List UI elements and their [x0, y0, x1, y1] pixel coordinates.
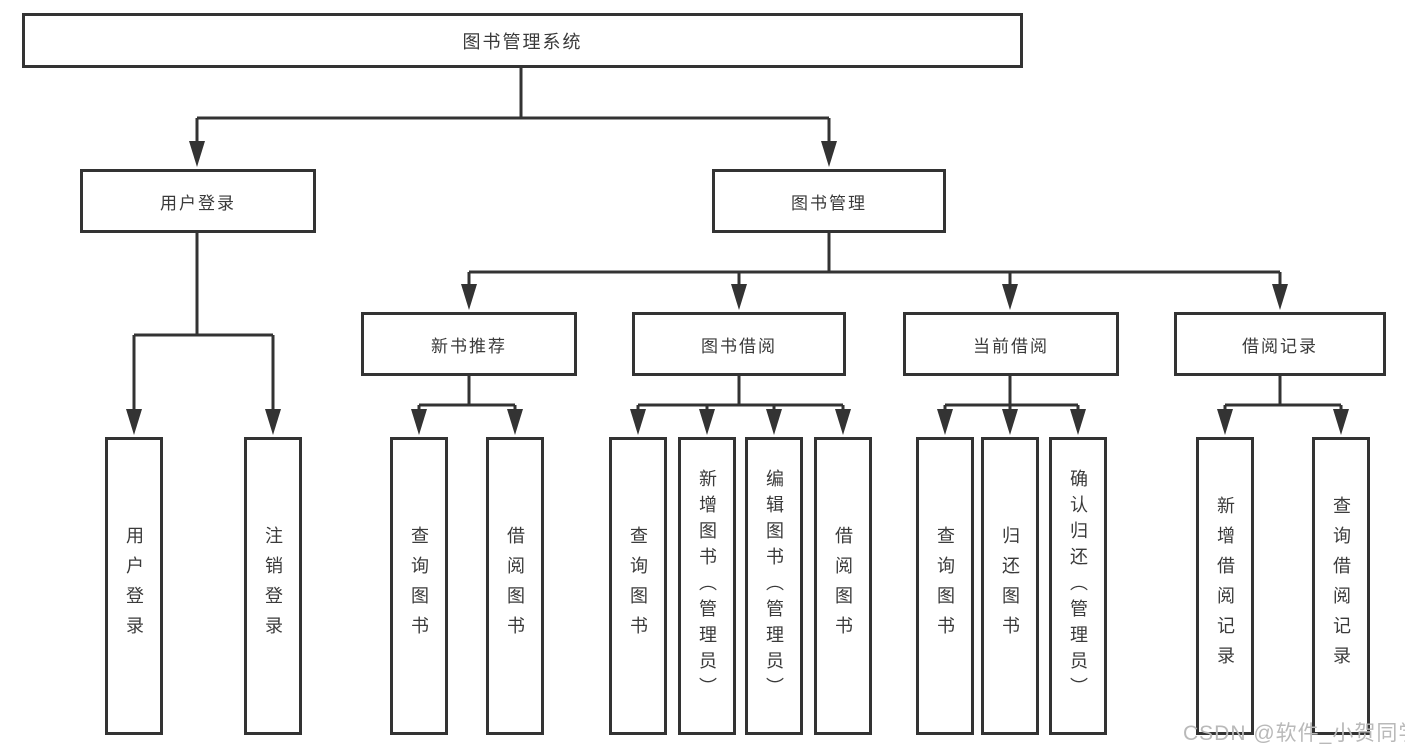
leaf-node-user-login: 用户登录 — [105, 437, 163, 735]
leaf-node-confirm-return-admin: 确认归还（管理员） — [1049, 437, 1107, 735]
leaf-node-add-borrow-record: 新增借阅记录 — [1196, 437, 1254, 735]
leaf-node-query-books-borrowing: 查询图书 — [609, 437, 667, 735]
connector-lines — [132, 67, 1343, 410]
leaf-node-query-books-current: 查询图书 — [916, 437, 974, 735]
leaf-node-return-books: 归还图书 — [981, 437, 1039, 735]
csdn-watermark: CSDN @软件_小贺同学 — [1183, 722, 1405, 745]
node-borrowing-records: 借阅记录 — [1174, 312, 1386, 376]
node-book-borrowing: 图书借阅 — [632, 312, 846, 376]
leaf-node-borrow-books-borrowing: 借阅图书 — [814, 437, 872, 735]
leaf-node-query-borrow-record: 查询借阅记录 — [1312, 437, 1370, 735]
leaf-node-edit-books-admin: 编辑图书（管理员） — [745, 437, 803, 735]
node-book-management-branch: 图书管理 — [712, 169, 946, 233]
node-library-management-system: 图书管理系统 — [22, 13, 1023, 68]
arrowhead-icons — [126, 141, 1349, 435]
node-new-book-recommendation: 新书推荐 — [361, 312, 577, 376]
leaf-node-logout: 注销登录 — [244, 437, 302, 735]
node-user-login-branch: 用户登录 — [80, 169, 316, 233]
leaf-node-borrow-books-recommend: 借阅图书 — [486, 437, 544, 735]
leaf-node-add-books-admin: 新增图书（管理员） — [678, 437, 736, 735]
node-current-borrowing: 当前借阅 — [903, 312, 1119, 376]
leaf-node-query-books-recommend: 查询图书 — [390, 437, 448, 735]
